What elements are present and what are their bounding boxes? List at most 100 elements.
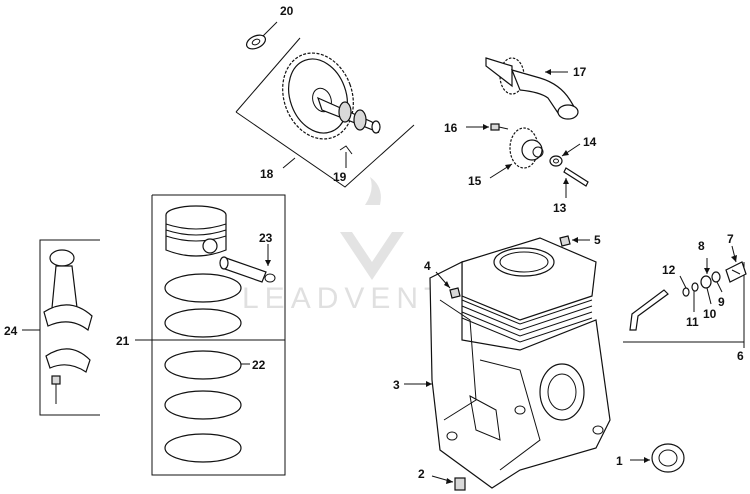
crankcase-body bbox=[429, 261, 611, 489]
crankcase-rib bbox=[479, 359, 541, 471]
arrow-17-icon bbox=[545, 69, 551, 75]
label-21: 21 bbox=[116, 334, 130, 348]
watermark-flame-icon bbox=[365, 177, 381, 205]
arrow-16-icon bbox=[483, 124, 489, 130]
crankcase-rib bbox=[439, 299, 477, 421]
label-4: 4 bbox=[424, 259, 431, 273]
bolt-16-head bbox=[490, 123, 500, 131]
arrow-1-icon bbox=[644, 457, 650, 463]
cylinder-bore-inner bbox=[499, 251, 549, 273]
arrow-23-icon bbox=[265, 260, 271, 266]
conrod-frame bbox=[39, 239, 100, 416]
governor-shaft-front bbox=[485, 57, 513, 88]
label-7: 7 bbox=[727, 232, 734, 246]
arrow-8-icon bbox=[704, 268, 710, 274]
leader-20 bbox=[262, 21, 278, 37]
label-3: 3 bbox=[393, 378, 400, 392]
wrist-pin-end bbox=[219, 256, 229, 270]
camshaft-end bbox=[371, 120, 381, 134]
dowel-4-shape bbox=[449, 287, 461, 299]
label-11: 11 bbox=[686, 315, 699, 329]
breather-group: 6 8 7 12 11 10 9 bbox=[623, 232, 747, 363]
leader-10 bbox=[706, 287, 712, 305]
piston-ring bbox=[164, 390, 242, 420]
piston-frame-top bbox=[152, 194, 286, 341]
part-12-shape bbox=[682, 287, 690, 297]
breather-tube-shape bbox=[629, 289, 669, 331]
part-10-shape bbox=[700, 275, 712, 289]
label-6: 6 bbox=[737, 349, 744, 363]
conrod-cap bbox=[45, 348, 91, 373]
part-11-shape bbox=[691, 282, 699, 292]
label-23: 23 bbox=[259, 231, 273, 245]
breather-frame bbox=[623, 262, 745, 343]
label-18: 18 bbox=[260, 167, 274, 181]
arrow-7-icon bbox=[731, 255, 737, 262]
label-20: 20 bbox=[280, 4, 294, 18]
governor-gear-15-bore bbox=[532, 146, 544, 158]
watermark: LEADVENTI bbox=[242, 177, 463, 315]
conrod-big-end bbox=[43, 304, 93, 332]
conrod-small-end bbox=[49, 249, 75, 267]
watermark-logo-icon bbox=[340, 232, 404, 280]
crankcase-boss bbox=[592, 425, 604, 435]
drain-plug-2-shape bbox=[454, 477, 466, 491]
washer-20-hole bbox=[251, 38, 261, 46]
cylinder-fin bbox=[461, 305, 593, 331]
pin-19-shape bbox=[339, 145, 353, 155]
leader-12 bbox=[679, 275, 687, 289]
label-8: 8 bbox=[698, 239, 705, 253]
leader-9 bbox=[716, 281, 723, 293]
piston-ring-groove bbox=[165, 235, 227, 242]
piston-ring bbox=[164, 308, 242, 338]
label-13: 13 bbox=[553, 201, 567, 215]
piston-pin-boss bbox=[202, 238, 218, 254]
label-5: 5 bbox=[594, 233, 601, 247]
camshaft-lobe bbox=[353, 109, 367, 131]
piston-ring bbox=[164, 433, 242, 463]
label-2: 2 bbox=[418, 467, 425, 481]
oil-seal-1-shape bbox=[651, 443, 685, 473]
reed-7-detail bbox=[731, 269, 741, 275]
conrod-bolt-head bbox=[51, 375, 61, 385]
washer-20-shape bbox=[245, 34, 267, 50]
connecting-rod-group: 24 bbox=[4, 239, 100, 416]
arrow-2-icon bbox=[446, 478, 453, 484]
camshaft-frame-line bbox=[235, 111, 415, 188]
piston-ring bbox=[164, 273, 242, 303]
part-9-shape bbox=[711, 271, 721, 283]
cylinder-fin bbox=[461, 299, 593, 325]
label-10: 10 bbox=[703, 307, 717, 321]
arrow-5-icon bbox=[572, 237, 578, 243]
label-14: 14 bbox=[583, 135, 597, 149]
shaft-13-shape bbox=[563, 167, 589, 187]
camshaft-group: 20 19 18 bbox=[235, 4, 415, 188]
piston-frame-bottom bbox=[151, 195, 286, 476]
camshaft-frame-line bbox=[235, 37, 301, 113]
watermark-text: LEADVENTI bbox=[242, 282, 463, 315]
clip-23-shape bbox=[264, 273, 276, 283]
governor-gear-15-hub bbox=[521, 139, 543, 161]
crankcase-boss bbox=[514, 405, 526, 415]
label-1: 1 bbox=[616, 454, 623, 468]
label-16: 16 bbox=[444, 121, 458, 135]
label-15: 15 bbox=[468, 174, 482, 188]
washer-14-shape bbox=[549, 155, 563, 167]
governor-group: 17 16 15 14 13 bbox=[444, 57, 597, 215]
arrow-13-icon bbox=[563, 178, 569, 184]
label-19: 19 bbox=[333, 170, 347, 184]
cylinder-fin bbox=[461, 317, 593, 343]
washer-14-hole bbox=[553, 158, 559, 164]
cylinder-bore bbox=[493, 247, 555, 277]
piston-ring bbox=[164, 350, 242, 380]
crankcase-boss bbox=[446, 431, 458, 441]
arrow-14-icon bbox=[562, 150, 569, 156]
crankcase-bearing-bore bbox=[547, 373, 577, 411]
label-22: 22 bbox=[252, 358, 266, 372]
leader-18 bbox=[282, 157, 296, 169]
arrow-4-icon bbox=[444, 281, 450, 288]
piston-group: 21 23 22 bbox=[116, 194, 286, 476]
bolt-16-shank bbox=[498, 126, 509, 130]
